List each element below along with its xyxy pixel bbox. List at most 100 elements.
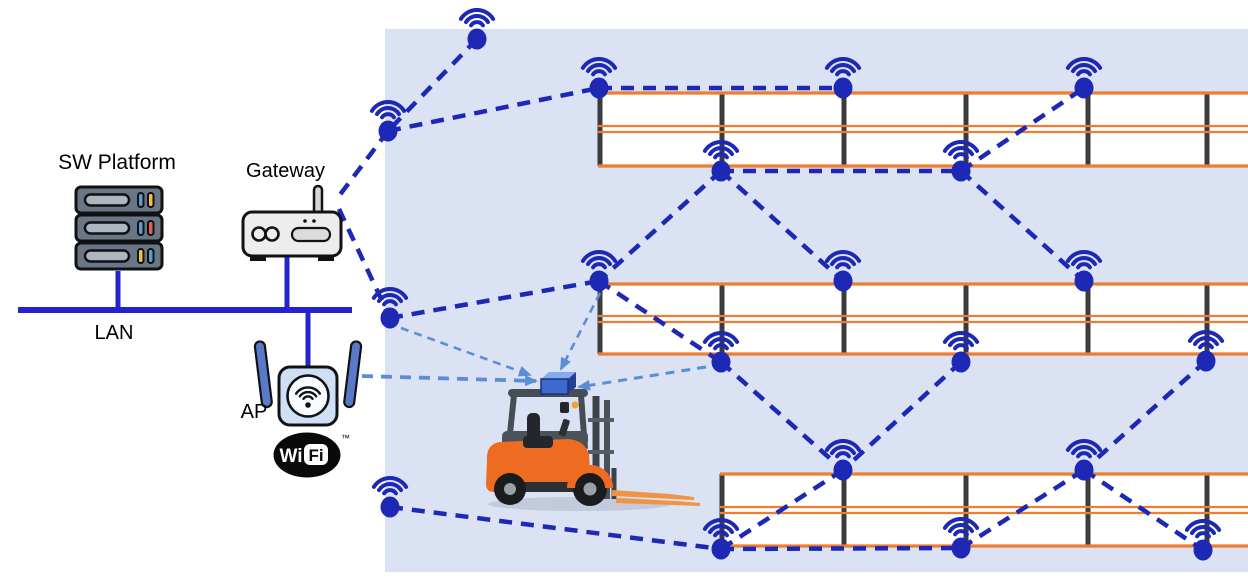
node-dot (589, 270, 609, 292)
sensor-node (702, 518, 740, 560)
mesh-link (389, 278, 600, 321)
sensor-node (371, 287, 409, 329)
sensor-node (1065, 250, 1103, 292)
sensor-node (458, 8, 496, 50)
fork (612, 490, 694, 500)
sensor-node (942, 331, 980, 373)
sensor-node (942, 140, 980, 182)
wifi-signal-icon (830, 63, 856, 74)
wifi-signal-icon (713, 152, 729, 160)
wifi-signal-icon (942, 140, 980, 153)
rack-layer (597, 91, 1248, 548)
ap-label: AP (240, 401, 268, 423)
node-dot (951, 160, 971, 182)
wifi-signal-icon (824, 439, 862, 452)
sensor-node (824, 250, 862, 292)
node-dot (711, 351, 731, 373)
wifi-signal-icon (948, 523, 974, 534)
wifi-signal-icon (1198, 342, 1214, 350)
node-dot (833, 270, 853, 292)
node-dot (380, 496, 400, 518)
wifi-signal-icon (953, 343, 969, 351)
wifi-signal-icon (835, 69, 851, 77)
wifi-signal-icon (586, 256, 612, 267)
wifi-signal-icon (464, 14, 490, 25)
sensor-node (1184, 519, 1222, 561)
wifi-signal-icon (377, 482, 403, 493)
forklift-seat (523, 436, 553, 448)
wifi-signal-icon (375, 106, 401, 117)
wifi-signal-icon (371, 476, 409, 489)
wifi-signal-icon (1071, 256, 1097, 267)
mesh-link (719, 169, 845, 283)
sensor-node (1065, 439, 1103, 481)
server-led (147, 220, 155, 236)
server-stack-icon (74, 185, 164, 271)
wifi-signal-icon (458, 8, 496, 21)
device-top-face (541, 372, 576, 379)
wifi-signal-icon (369, 100, 407, 113)
mesh-link (597, 169, 723, 283)
node-dot (378, 120, 398, 142)
wifi-signal-icon (708, 146, 734, 157)
server-led (137, 248, 145, 264)
wifi-signal-icon (371, 287, 409, 300)
gateway-port (264, 226, 280, 242)
server-led (137, 192, 145, 208)
gateway-led (303, 219, 307, 223)
sensor-node (824, 439, 862, 481)
mesh-link (387, 85, 600, 134)
wifi-downlink-layer (361, 292, 707, 391)
node-dot (711, 538, 731, 560)
sensor-nodes-layer (369, 8, 1225, 561)
device-front-face (540, 378, 569, 395)
server-slot (83, 221, 131, 235)
node-dot (951, 537, 971, 559)
wheel-arch (567, 465, 613, 489)
mesh-link (336, 208, 393, 319)
wifi-signal-icon (1065, 57, 1103, 70)
node-dot (711, 160, 731, 182)
server-led (147, 192, 155, 208)
wheel-hub (504, 483, 516, 495)
wifi-downlink-arrow (577, 365, 707, 391)
onboard-device-icon (540, 372, 576, 395)
wifi-signal-icon (1184, 519, 1222, 532)
gateway-label: Gateway (246, 160, 325, 182)
mesh-link (1082, 468, 1205, 552)
node-dot (1196, 350, 1216, 372)
mesh-links-layer (334, 37, 1208, 552)
wifi-signal-icon (713, 343, 729, 351)
ap-antenna-left (253, 340, 273, 409)
wifi-dot (305, 402, 311, 408)
wifi-logo-fi-box (302, 442, 330, 467)
wifi-signal-icon (580, 250, 618, 263)
forklift-lamp-box (560, 402, 569, 413)
node-dot (589, 77, 609, 99)
gateway-led (312, 219, 316, 223)
forklift-seat-back (527, 413, 540, 442)
node-dot (1074, 459, 1094, 481)
wifi-signal-icon (953, 152, 969, 160)
wifi-signal-icon (591, 69, 607, 77)
wifi-certified-logo: Wi Fi ™ (273, 432, 350, 478)
sensor-node (942, 517, 980, 559)
wifi-signal-icon (1076, 262, 1092, 270)
node-dot (467, 28, 487, 50)
ap-antenna-right (343, 340, 363, 409)
wifi-signal-icon (1076, 451, 1092, 459)
sensor-node (369, 100, 407, 142)
wifi-downlink-arrow (361, 374, 538, 387)
mesh-link (720, 545, 962, 552)
node-dot (833, 459, 853, 481)
mesh-link (389, 504, 722, 552)
wifi-signal-icon (580, 57, 618, 70)
wifi-signal-icon (1065, 250, 1103, 263)
wifi-signal-icon (1195, 531, 1211, 539)
wifi-logo-tm: ™ (341, 433, 350, 443)
wifi-downlink-arrow (559, 292, 602, 371)
device-side-face (568, 372, 576, 394)
wifi-signal-icon (380, 112, 396, 120)
forklift-step (520, 482, 576, 492)
